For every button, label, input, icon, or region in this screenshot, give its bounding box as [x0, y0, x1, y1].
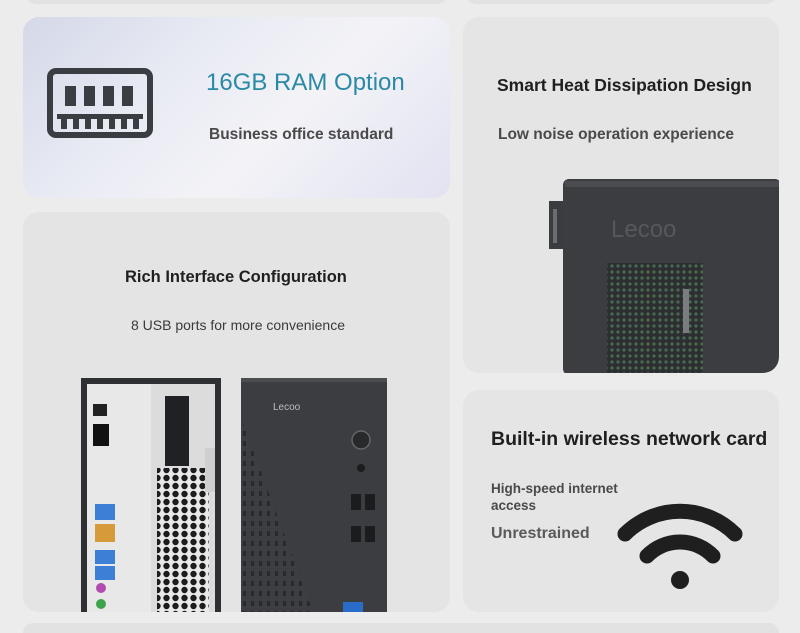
interface-subtitle: 8 USB ports for more convenience: [131, 317, 345, 333]
case-logo: Lecoo: [611, 216, 676, 243]
heat-subtitle: Low noise operation experience: [498, 126, 735, 143]
wifi-subtitle-secondary: Unrestrained: [491, 525, 590, 542]
ram-feature-card: 16GB RAM Option Business office standard: [23, 17, 450, 198]
ram-title: 16GB RAM Option: [206, 69, 405, 96]
interface-feature-card: Rich Interface Configuration 8 USB ports…: [23, 212, 450, 612]
next-card-edge: [23, 623, 779, 633]
pc-ports-image: Lecoo: [81, 378, 387, 612]
wifi-subtitle-primary: High-speed internet access: [491, 481, 618, 513]
ram-subtitle: Business office standard: [209, 126, 394, 143]
wifi-icon: [617, 503, 743, 589]
pc-case-side-image: Lecoo: [549, 179, 779, 373]
interface-title: Rich Interface Configuration: [125, 268, 347, 286]
previous-card-edge: [463, 0, 779, 4]
front-logo: Lecoo: [273, 402, 301, 413]
heat-feature-card: Smart Heat Dissipation Design Low noise …: [463, 17, 779, 373]
wifi-feature-card: Built-in wireless network card High-spee…: [463, 390, 779, 612]
heat-title: Smart Heat Dissipation Design: [497, 75, 752, 95]
previous-card-edge: [23, 0, 450, 4]
memory-module-icon: [47, 68, 153, 138]
wifi-title: Built-in wireless network card: [491, 428, 768, 450]
